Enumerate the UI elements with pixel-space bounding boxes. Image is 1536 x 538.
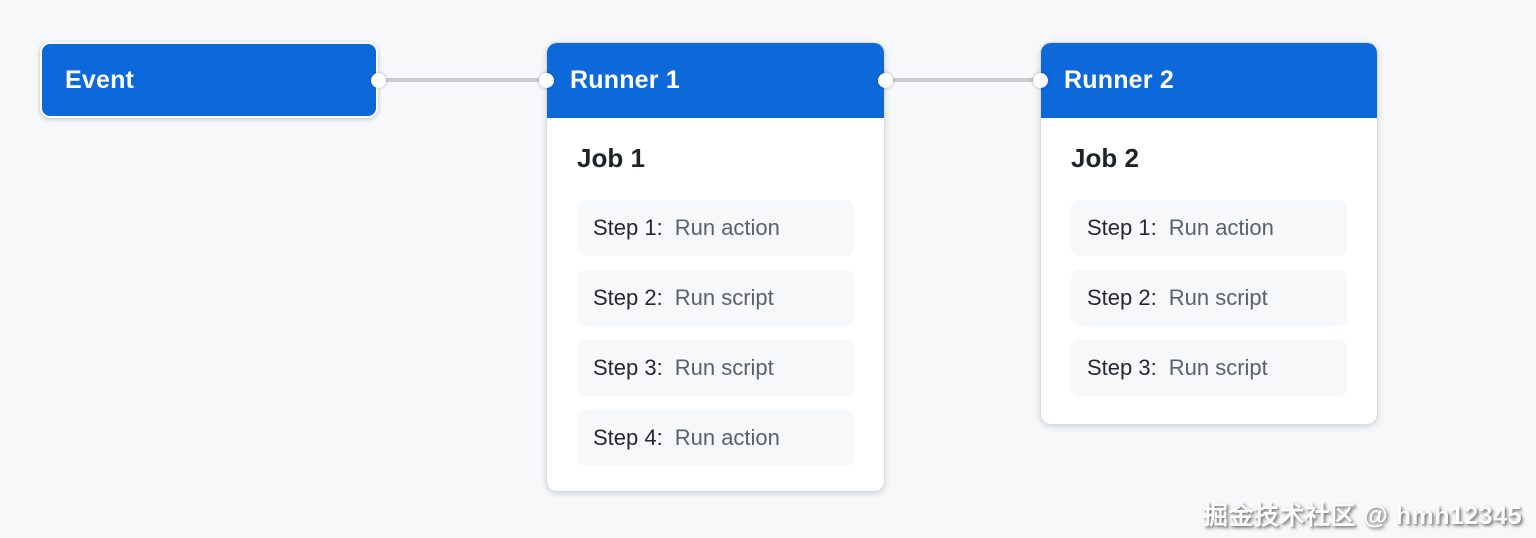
runner1-header: Runner 1 bbox=[547, 43, 884, 118]
step-description: Run action bbox=[1168, 215, 1274, 240]
connector-runner1-runner2 bbox=[885, 78, 1040, 82]
step-row: Step 2: Run script bbox=[1071, 270, 1347, 326]
step-description: Run script bbox=[1168, 285, 1268, 310]
connector-dot-icon bbox=[878, 73, 893, 88]
runner2-title: Runner 2 bbox=[1064, 66, 1174, 94]
watermark: 掘金技术社区 @ hmh12345 bbox=[1202, 502, 1522, 530]
job2-title: Job 2 bbox=[1071, 143, 1139, 173]
runner1-title: Runner 1 bbox=[570, 66, 680, 94]
step-row: Step 1: Run action bbox=[577, 200, 854, 256]
job1-title: Job 1 bbox=[577, 143, 645, 173]
runner2-header: Runner 2 bbox=[1041, 43, 1377, 118]
connector-dot-icon bbox=[1033, 73, 1048, 88]
step-label: Step 3: bbox=[593, 355, 663, 380]
step-description: Run script bbox=[1168, 355, 1268, 380]
step-row: Step 1: Run action bbox=[1071, 200, 1347, 256]
step-description: Run action bbox=[674, 425, 780, 450]
step-row: Step 2: Run script bbox=[577, 270, 854, 326]
step-description: Run action bbox=[674, 215, 780, 240]
step-row: Step 3: Run script bbox=[1071, 340, 1347, 396]
connector-dot-icon bbox=[539, 73, 554, 88]
connector-event-runner1 bbox=[378, 78, 546, 82]
step-label: Step 2: bbox=[1087, 285, 1157, 310]
runner1-card: Runner 1 Job 1 Step 1: Run action Step 2… bbox=[546, 42, 885, 492]
step-row: Step 4: Run action bbox=[577, 410, 854, 466]
step-row: Step 3: Run script bbox=[577, 340, 854, 396]
runner2-body: Job 2 Step 1: Run action Step 2: Run scr… bbox=[1041, 118, 1377, 396]
event-node: Event bbox=[40, 42, 378, 118]
step-label: Step 2: bbox=[593, 285, 663, 310]
runner1-body: Job 1 Step 1: Run action Step 2: Run scr… bbox=[547, 118, 884, 466]
event-label: Event bbox=[65, 65, 135, 94]
runner2-card: Runner 2 Job 2 Step 1: Run action Step 2… bbox=[1040, 42, 1378, 425]
step-label: Step 3: bbox=[1087, 355, 1157, 380]
step-label: Step 4: bbox=[593, 425, 663, 450]
step-description: Run script bbox=[674, 285, 774, 310]
step-description: Run script bbox=[674, 355, 774, 380]
step-label: Step 1: bbox=[1087, 215, 1157, 240]
step-label: Step 1: bbox=[593, 215, 663, 240]
connector-dot-icon bbox=[371, 73, 386, 88]
